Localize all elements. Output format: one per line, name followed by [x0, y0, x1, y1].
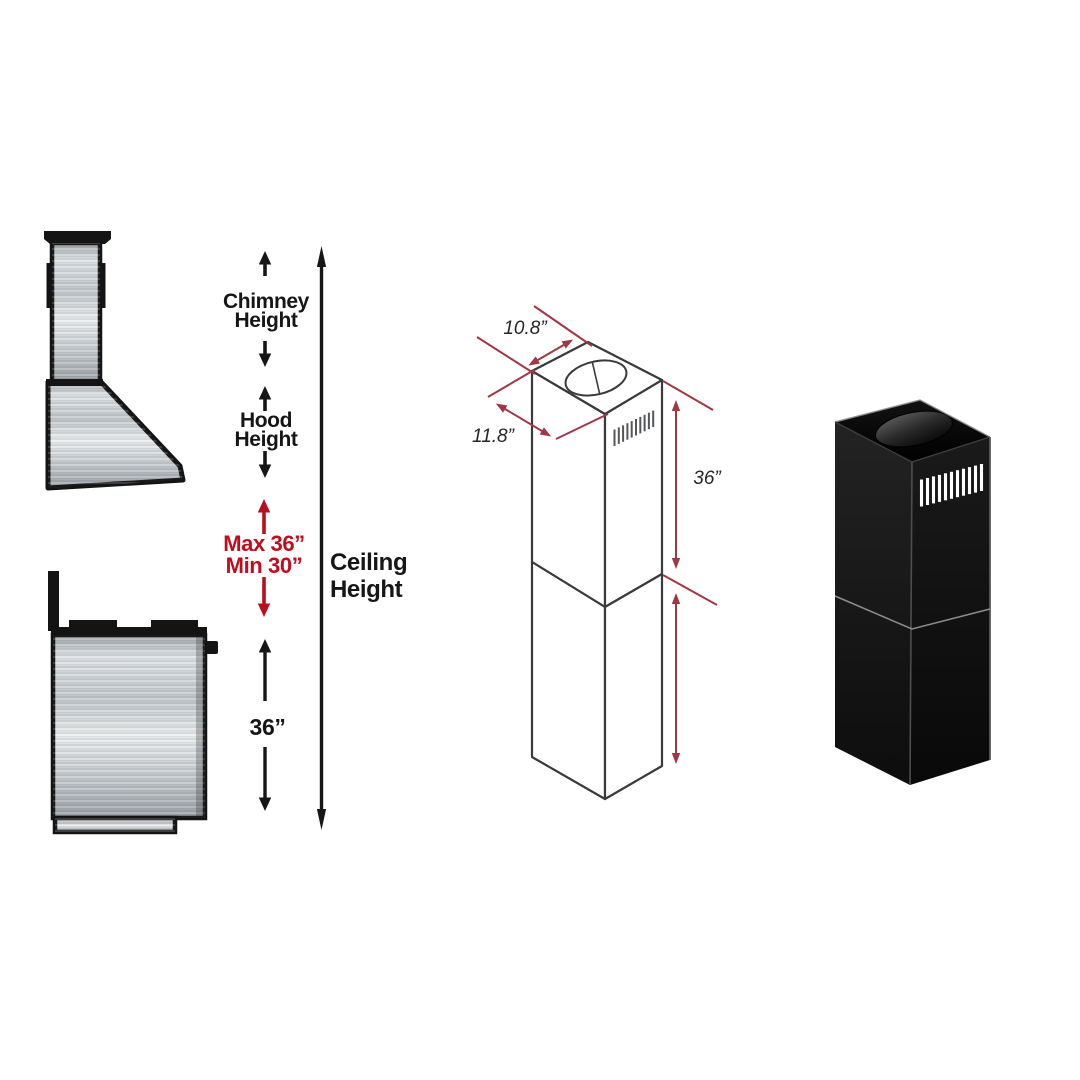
mount-range-label: Max 36” Min 30”	[188, 533, 340, 577]
range-hood-side-view	[44, 231, 195, 495]
witness-line	[662, 574, 718, 606]
hood-body	[46, 379, 183, 488]
hood-top-trim	[46, 379, 103, 386]
range-body	[53, 635, 218, 818]
duct-hole	[564, 359, 628, 397]
ceiling-height-label: Ceiling Height	[330, 549, 408, 603]
range-backguard	[48, 571, 59, 631]
front-edge-highlight	[909, 461, 913, 786]
product-left-face	[835, 422, 912, 785]
right-mount-bracket	[100, 263, 106, 308]
left-dimension-arrows	[257, 246, 327, 830]
product-right-face	[910, 437, 990, 785]
witness-line	[555, 413, 609, 440]
hood-height-label: Hood Height	[234, 409, 298, 451]
dimension-lines	[476, 305, 718, 764]
product-body	[834, 399, 991, 786]
max-height-label: Max 36”	[223, 531, 305, 556]
range-plinth	[55, 818, 175, 832]
witness-line	[662, 380, 714, 411]
witness-line	[533, 305, 593, 347]
hood-chimney-duct	[46, 243, 106, 383]
vent-grille-icon	[613, 410, 655, 446]
left-mount-bracket	[46, 263, 52, 308]
duct-box	[530, 340, 664, 801]
front-width-dim-arrow-icon	[495, 403, 552, 437]
top-edge-highlight	[834, 399, 991, 438]
product-vent-grille-icon	[919, 464, 984, 507]
chimney-extension-line-drawing	[476, 305, 718, 801]
chimney-height-label: Chimney Height	[223, 290, 309, 332]
front-width-label: 11.8”	[472, 426, 514, 447]
min-height-label: Min 30”	[225, 553, 303, 578]
top-depth-label: 10.8”	[503, 318, 547, 339]
witness-line	[487, 369, 535, 398]
section-seam-line	[834, 595, 991, 630]
range-side-view	[48, 571, 218, 842]
top-depth-dim-arrow-icon	[528, 339, 574, 366]
chimney-extension-product-image	[834, 399, 991, 786]
section-height-label: 36”	[693, 468, 721, 489]
product-duct-hole	[875, 410, 953, 448]
range-side-knob	[205, 641, 218, 654]
range-top-clearance-label: 36”	[249, 714, 286, 740]
lower-right-face	[603, 572, 664, 801]
range-cooktop	[51, 620, 207, 636]
witness-line	[476, 336, 536, 375]
